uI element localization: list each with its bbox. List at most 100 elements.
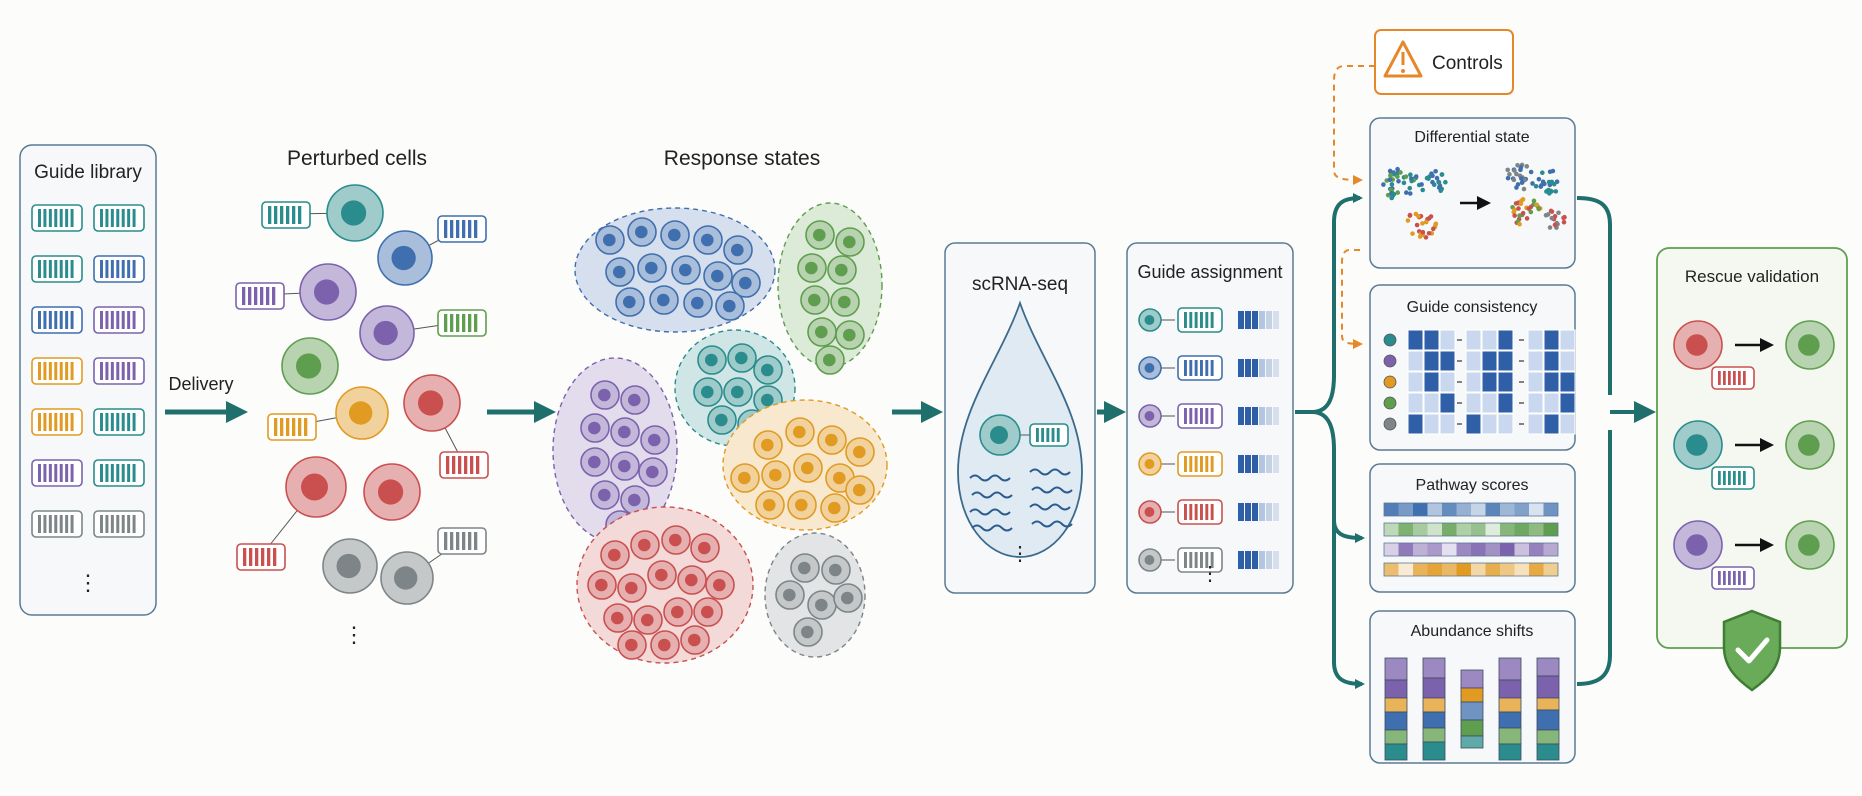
assignment-bar: [1259, 311, 1265, 329]
scatter-point: [1409, 178, 1414, 184]
barcode-tag: [1177, 499, 1223, 525]
barcode-bar: [261, 548, 265, 566]
barcode-bar: [1718, 571, 1721, 585]
heat-cell: [1497, 350, 1514, 372]
barcode-tag: [93, 255, 145, 283]
barcode-bar: [48, 260, 52, 278]
pathway-cell: [1413, 523, 1428, 536]
guide-consistency-heatmap: [1383, 329, 1576, 435]
barcode-bar: [1189, 408, 1193, 424]
cell-nucleus: [598, 388, 611, 402]
assignment-bar: [1238, 503, 1244, 521]
barcode-bar: [266, 287, 270, 305]
scatter-point: [1536, 176, 1542, 182]
barcode-bar: [1189, 360, 1193, 376]
pathway-cell: [1427, 543, 1442, 556]
cell: [627, 217, 657, 247]
assignment-bar: [1252, 503, 1258, 521]
barcode-bar: [59, 311, 63, 329]
barcode-bar: [1189, 504, 1193, 520]
scatter-point: [1518, 165, 1524, 170]
scatter-point: [1547, 169, 1553, 175]
cell-nucleus: [588, 455, 601, 469]
scatter-point: [1547, 225, 1553, 230]
cell-nucleus: [815, 598, 828, 612]
barcode-bar: [1723, 471, 1726, 485]
assignment-bar: [1273, 407, 1279, 425]
cell-nucleus: [713, 578, 726, 592]
barcode-bar: [38, 260, 41, 278]
barcode-bar: [100, 362, 103, 380]
pathway-cell: [1529, 563, 1544, 576]
pathway-cell: [1485, 563, 1500, 576]
scatter-point: [1524, 164, 1530, 169]
scatter-point: [1401, 180, 1407, 186]
barcode-tag: [261, 201, 311, 229]
guide-library-ellipsis: ⋮: [77, 570, 99, 595]
barcode-bar: [65, 260, 69, 278]
barcode-bar: [59, 260, 63, 278]
heat-cell: [1423, 413, 1440, 435]
scatter-point: [1414, 222, 1420, 228]
barcode-bar: [110, 515, 114, 533]
abundance-segment: [1460, 719, 1484, 737]
pathway-cell: [1543, 523, 1558, 536]
heat-cell: [1423, 329, 1440, 351]
barcode-bar: [1200, 360, 1203, 376]
barcode-bar: [127, 362, 131, 380]
barcode-bar: [474, 532, 478, 550]
cell-nucleus: [301, 473, 328, 501]
barcode-bar: [476, 456, 480, 474]
assignment-bar: [1252, 311, 1258, 329]
cell-nucleus: [598, 488, 611, 502]
barcode-bar: [105, 260, 109, 278]
barcode-bar: [1205, 312, 1209, 328]
heat-cell: [1527, 413, 1544, 435]
cell: [807, 317, 837, 347]
barcode-bar: [43, 413, 47, 431]
barcode-bar: [38, 515, 41, 533]
pathway-cell: [1413, 563, 1428, 576]
cell-nucleus: [723, 299, 736, 313]
cell-nucleus: [731, 243, 744, 257]
heat-cell: [1543, 371, 1560, 393]
scatter-point: [1545, 212, 1551, 217]
barcode-bar: [267, 548, 271, 566]
scatter-point: [1388, 187, 1394, 193]
barcode-bar: [249, 548, 253, 566]
barcode-bar: [1743, 471, 1746, 485]
scatter-point: [1387, 168, 1393, 174]
barcode-bar: [1184, 408, 1187, 424]
cell-nucleus: [735, 351, 748, 365]
heat-cell: [1407, 392, 1424, 414]
scatter-point: [1549, 215, 1555, 221]
scatter-point: [1407, 185, 1413, 191]
cell-nucleus: [349, 401, 373, 425]
barcode-bar: [446, 456, 450, 474]
assignment-bar: [1252, 551, 1258, 569]
guide-assignment-ellipsis: ⋮: [1200, 563, 1220, 585]
scatter-point: [1420, 221, 1425, 226]
heat-cell: [1481, 350, 1498, 372]
abundance-segment: [1498, 727, 1522, 745]
cell: [785, 417, 815, 447]
pathway-cell: [1543, 503, 1558, 516]
scatter-point: [1387, 177, 1393, 183]
barcode-bar: [100, 515, 103, 533]
abundance-segment: [1460, 687, 1484, 703]
barcode-bar: [127, 260, 131, 278]
cell: [610, 417, 640, 447]
barcode-bar: [70, 464, 74, 482]
cell-nucleus: [341, 200, 367, 226]
barcode-tag: [1177, 547, 1223, 573]
cell: [723, 235, 753, 265]
scatter-point: [1439, 172, 1445, 177]
scatter-point: [1524, 216, 1530, 221]
cell-nucleus: [314, 279, 340, 305]
cell: [620, 385, 650, 415]
barcode-bar: [274, 206, 278, 224]
cell: [723, 377, 753, 407]
scatter-point: [1517, 213, 1522, 218]
assignment-bar: [1273, 359, 1279, 377]
